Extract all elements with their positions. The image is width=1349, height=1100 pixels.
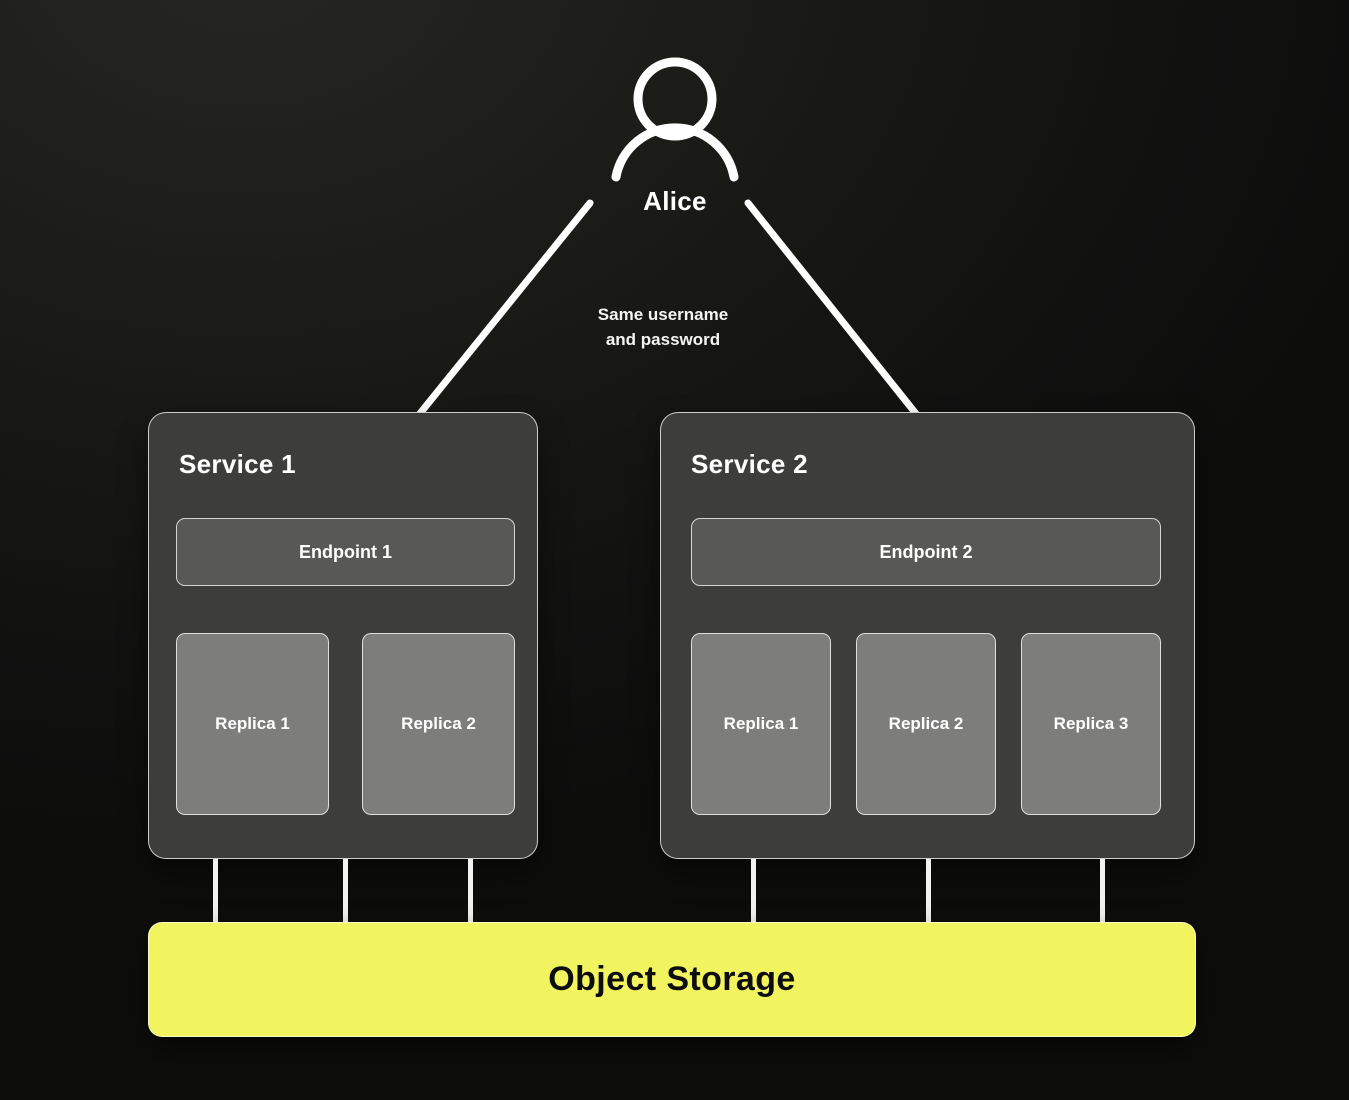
user-head-icon [633, 57, 717, 141]
service-1-box: Service 1 Endpoint 1 Replica 1 Replica 2 [148, 412, 538, 859]
service-2-replicas: Replica 1 Replica 2 Replica 3 [691, 633, 1161, 815]
service-2-replica-1-box: Replica 1 [691, 633, 831, 815]
connector-line [1100, 859, 1105, 923]
replica-label: Replica 1 [723, 714, 799, 733]
service-2-box: Service 2 Endpoint 2 Replica 1 Replica 2… [660, 412, 1195, 859]
service-1-replica-1-box: Replica 1 [176, 633, 329, 815]
connector-line [343, 859, 348, 923]
service-2-replica-3-box: Replica 3 [1021, 633, 1161, 815]
endpoint-1-box: Endpoint 1 [176, 518, 515, 586]
credentials-annotation: Same username and password [597, 305, 729, 349]
service-1-replicas: Replica 1 Replica 2 [176, 633, 515, 815]
endpoint-1-label: Endpoint 1 [299, 541, 392, 562]
service-2-replica-2-box: Replica 2 [856, 633, 996, 815]
user-shoulders-icon [611, 123, 739, 182]
user-label: Alice [643, 186, 707, 216]
service-2-title: Service 2 [691, 449, 808, 479]
endpoint-2-label: Endpoint 2 [879, 541, 973, 562]
replica-label: Replica 2 [888, 714, 964, 733]
connector-line [926, 859, 931, 923]
object-storage: Object Storage [148, 922, 1196, 1037]
object-storage-label: Object Storage [548, 960, 796, 998]
connector-line [751, 859, 756, 923]
endpoint-2-box: Endpoint 2 [691, 518, 1161, 586]
user-icon [611, 57, 739, 182]
connector-line [213, 859, 218, 923]
service-1-replica-2-box: Replica 2 [362, 633, 515, 815]
connector-line [468, 859, 473, 923]
replica-label: Replica 3 [1053, 714, 1129, 733]
replica-label: Replica 1 [215, 714, 290, 733]
service-1-title: Service 1 [179, 449, 296, 479]
replica-label: Replica 2 [401, 714, 476, 733]
